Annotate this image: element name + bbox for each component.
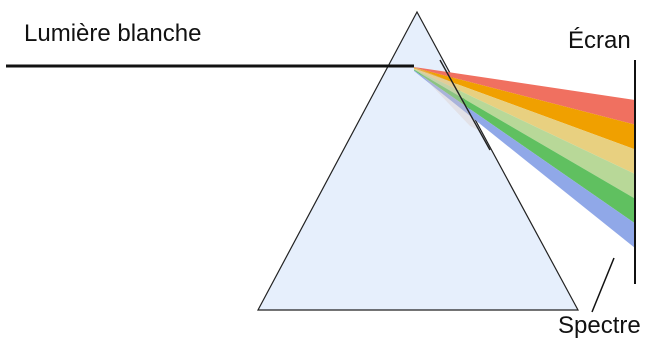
spectrum-band-light-green (414, 69, 635, 199)
spectrum-band-green (414, 69, 635, 224)
spectrum-band-yellow (414, 68, 635, 174)
spectrum-band-blue (414, 70, 635, 248)
white-light-label: Lumière blanche (24, 20, 201, 47)
prism-exit-edge (439, 59, 491, 151)
screen-label: Écran (568, 27, 631, 54)
prism (256, 10, 580, 311)
spectrum-fan (414, 67, 635, 248)
spectrum-leader-line (591, 257, 615, 313)
refracted-beam-inside-prism (413, 66, 478, 130)
spectrum-band-red (414, 67, 635, 125)
spectrum-band-orange (414, 67, 635, 150)
spectrum-label: Spectre (558, 312, 641, 338)
